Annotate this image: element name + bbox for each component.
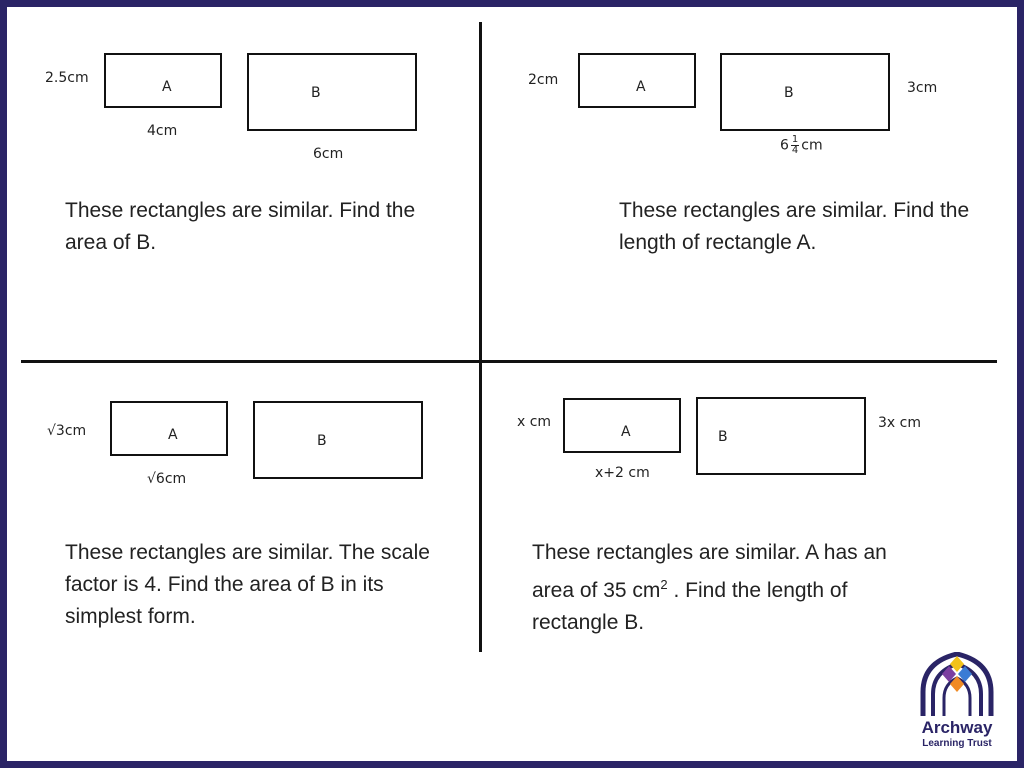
q2-width-whole: 6: [780, 137, 789, 154]
q4-question-text: These rectangles are similar. A has an a…: [532, 537, 912, 639]
q4-question-part2: . Find the length of rectangle B.: [532, 579, 848, 634]
q3-rect-a-label: A: [168, 427, 178, 443]
archway-logo: Archway Learning Trust: [917, 651, 997, 752]
vertical-divider: [479, 22, 482, 652]
q1-question-text: These rectangles are similar. Find the a…: [65, 199, 416, 254]
logo-name: Archway: [921, 718, 993, 737]
horizontal-divider: [21, 360, 997, 363]
q1-rectangle-b: B: [247, 53, 417, 131]
q2-question-text: These rectangles are similar. Find the l…: [619, 199, 970, 254]
q4-question-part1: These rectangles are similar. A has an a…: [532, 541, 887, 602]
q4-rectangle-b: B: [696, 397, 866, 475]
q1-rectangle-a: A: [104, 53, 222, 108]
q3-height-label: √3cm: [47, 423, 87, 439]
q3-question-text: These rectangles are similar. The scale …: [65, 541, 430, 628]
q2-height-a-label: 2cm: [528, 72, 559, 88]
slide: 2.5cm A B 4cm 6cm These rectangles are s…: [7, 7, 1017, 761]
q2-rectangle-a: A: [578, 53, 696, 108]
q2-height-b-label: 3cm: [907, 80, 938, 96]
q2-width-denominator: 4: [791, 145, 799, 156]
q1-height-label: 2.5cm: [45, 70, 89, 86]
q1-width-a-label: 4cm: [147, 123, 178, 139]
q4-rect-b-label: B: [718, 429, 728, 445]
q3-rect-b-label: B: [317, 433, 327, 449]
q1-rect-a-label: A: [162, 79, 172, 95]
q2-width-numerator: 1: [790, 134, 800, 146]
q3-rectangle-a: A: [110, 401, 228, 456]
q2-rect-b-label: B: [784, 85, 794, 101]
q4-height-b-label: 3x cm: [878, 415, 921, 431]
logo-subtitle: Learning Trust: [922, 738, 992, 749]
q4-height-a-label: x cm: [517, 414, 552, 430]
q2-rectangle-b: B: [720, 53, 890, 131]
q1-width-b-label: 6cm: [313, 146, 344, 162]
q4-rectangle-a: A: [563, 398, 681, 453]
q2-rect-a-label: A: [636, 79, 646, 95]
q2-width-unit: cm: [801, 137, 823, 154]
q3-rectangle-b: B: [253, 401, 423, 479]
q1-rect-b-label: B: [311, 85, 321, 101]
archway-arch-icon: [920, 651, 994, 716]
q4-rect-a-label: A: [621, 424, 631, 440]
q3-width-a-label: √6cm: [147, 471, 187, 487]
q4-width-a-label: x+2 cm: [595, 465, 650, 481]
q4-question-superscript: 2: [660, 577, 668, 592]
